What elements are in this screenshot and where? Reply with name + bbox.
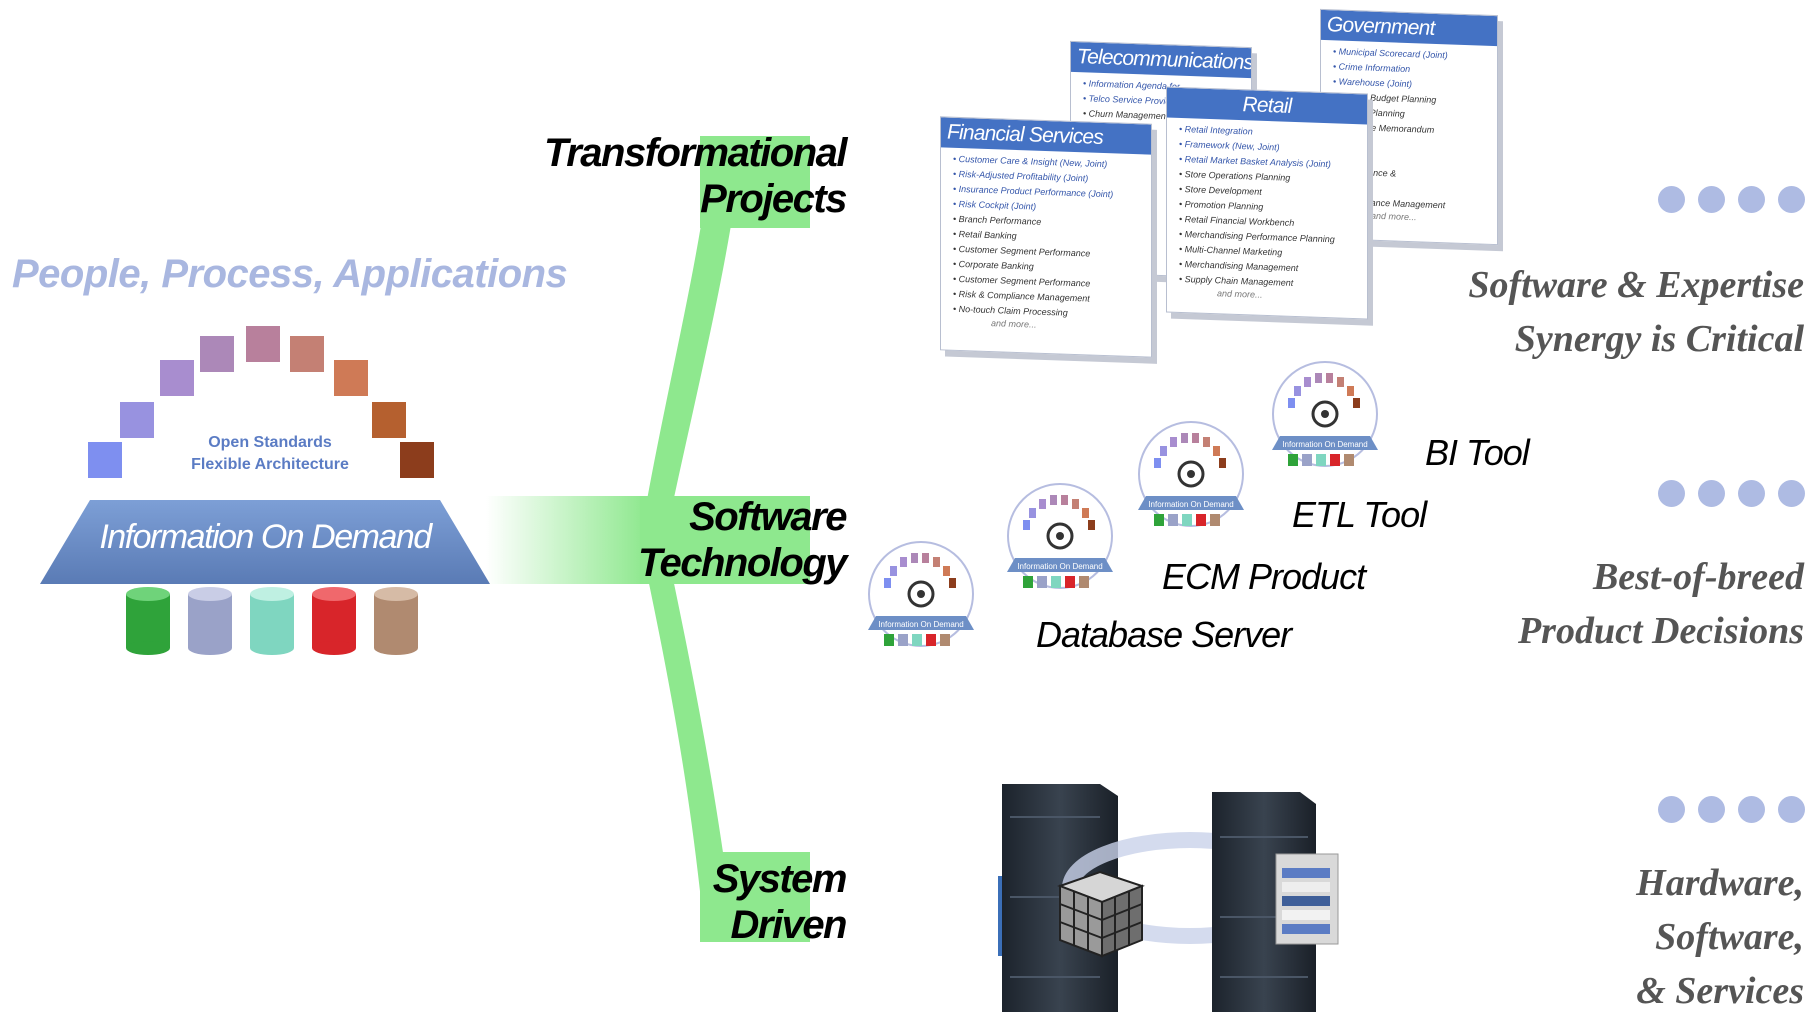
product-label-database-server: Database Server xyxy=(1036,614,1292,655)
right-label-line: Hardware, xyxy=(1636,862,1804,904)
disc-graphic: Information On Demand xyxy=(1272,361,1378,467)
database-cylinders xyxy=(126,587,418,655)
right-label-line: Software & Expertise xyxy=(1468,264,1804,306)
branch-label-line: Driven xyxy=(730,903,848,947)
branch-label-software: Software Technology xyxy=(560,494,847,586)
doc-retail: Retail Retail Integration Framework (New… xyxy=(1166,86,1368,320)
right-label-synergy: Software & Expertise Synergy is Critical xyxy=(1468,258,1804,366)
dots-row-mid xyxy=(1658,480,1805,507)
branch-label-transformational: Transformational Projects xyxy=(540,130,848,222)
cylinder-green-icon xyxy=(126,587,170,655)
iod-banner xyxy=(40,500,490,584)
etl-tool-disc-icon: Information On Demand xyxy=(1126,416,1256,546)
right-label-line: Software, xyxy=(1655,916,1804,958)
dot xyxy=(1658,186,1685,213)
documents-stack-icon xyxy=(1275,853,1339,945)
branch-label-line: Technology xyxy=(638,541,847,585)
dot xyxy=(1778,186,1805,213)
right-label-line: & Services xyxy=(1636,970,1804,1012)
servers-illustration xyxy=(998,784,1339,1012)
cylinder-tan-icon xyxy=(374,587,418,655)
headline: People, Process, Applications xyxy=(12,252,568,296)
product-label-etl-tool: ETL Tool xyxy=(1292,494,1427,535)
disc-label: Information On Demand xyxy=(878,620,963,629)
label-bar-mid xyxy=(640,496,810,584)
disc-graphic: Information On Demand xyxy=(1138,421,1244,527)
ecm-product-disc-icon: Information On Demand xyxy=(995,478,1125,608)
central-connector xyxy=(486,496,646,584)
product-label-ecm-product: ECM Product xyxy=(1162,556,1366,597)
branch-label-line: System xyxy=(712,857,848,901)
bi-tool-disc-icon: Information On Demand xyxy=(1260,356,1390,486)
disc-label: Information On Demand xyxy=(1148,500,1233,509)
doc-title: Government xyxy=(1321,9,1497,47)
dot xyxy=(1658,796,1685,823)
label-bar-bottom xyxy=(700,852,810,942)
branch-label-system: System Driven xyxy=(560,856,848,948)
open-standards-text: Open Standards Flexible Architecture xyxy=(150,432,390,476)
dot xyxy=(1738,186,1765,213)
cylinder-red-icon xyxy=(312,587,356,655)
right-label-line: Best-of-breed xyxy=(1592,556,1804,598)
flexible-architecture-line: Flexible Architecture xyxy=(191,456,349,473)
label-bar-top xyxy=(700,136,810,228)
dot xyxy=(1738,796,1765,823)
doc-title: Financial Services xyxy=(941,117,1151,155)
dot xyxy=(1658,480,1685,507)
dot xyxy=(1778,796,1805,823)
dot xyxy=(1738,480,1765,507)
branch-bottom xyxy=(640,540,735,940)
dot xyxy=(1698,796,1725,823)
branch-top xyxy=(640,200,735,540)
database-server-disc-icon: Information On Demand xyxy=(856,536,986,666)
product-label-bi-tool: BI Tool xyxy=(1425,432,1530,473)
open-standards-line: Open Standards xyxy=(208,434,332,451)
right-label-line: Synergy is Critical xyxy=(1514,318,1804,360)
dot xyxy=(1698,480,1725,507)
disc-graphic: Information On Demand xyxy=(868,541,974,647)
cylinder-mint-icon xyxy=(250,587,294,655)
branch-label-line: Software xyxy=(689,495,847,539)
dot xyxy=(1698,186,1725,213)
iod-banner-text: Information On Demand xyxy=(99,518,432,556)
right-label-best-of-breed: Best-of-breed Product Decisions xyxy=(1518,550,1804,658)
disc-label: Information On Demand xyxy=(1017,562,1102,571)
server-right-icon xyxy=(1212,792,1316,1012)
dot xyxy=(1778,480,1805,507)
cube-icon xyxy=(1057,870,1145,958)
right-label-hardware: Hardware, Software, & Services xyxy=(1636,856,1804,1018)
branch-label-line: Transformational xyxy=(544,131,848,175)
dots-row-top xyxy=(1658,186,1805,213)
arch-blocks xyxy=(88,326,434,478)
dots-row-bottom xyxy=(1658,796,1805,823)
doc-title: Retail xyxy=(1167,87,1367,125)
branch-label-line: Projects xyxy=(700,177,847,221)
disc-graphic: Information On Demand xyxy=(1007,483,1113,589)
doc-title: Telecommunications xyxy=(1071,41,1252,79)
disc-label: Information On Demand xyxy=(1282,440,1367,449)
cylinder-lavender-icon xyxy=(188,587,232,655)
right-label-line: Product Decisions xyxy=(1517,610,1804,652)
doc-financial-services: Financial Services Customer Care & Insig… xyxy=(940,116,1152,358)
